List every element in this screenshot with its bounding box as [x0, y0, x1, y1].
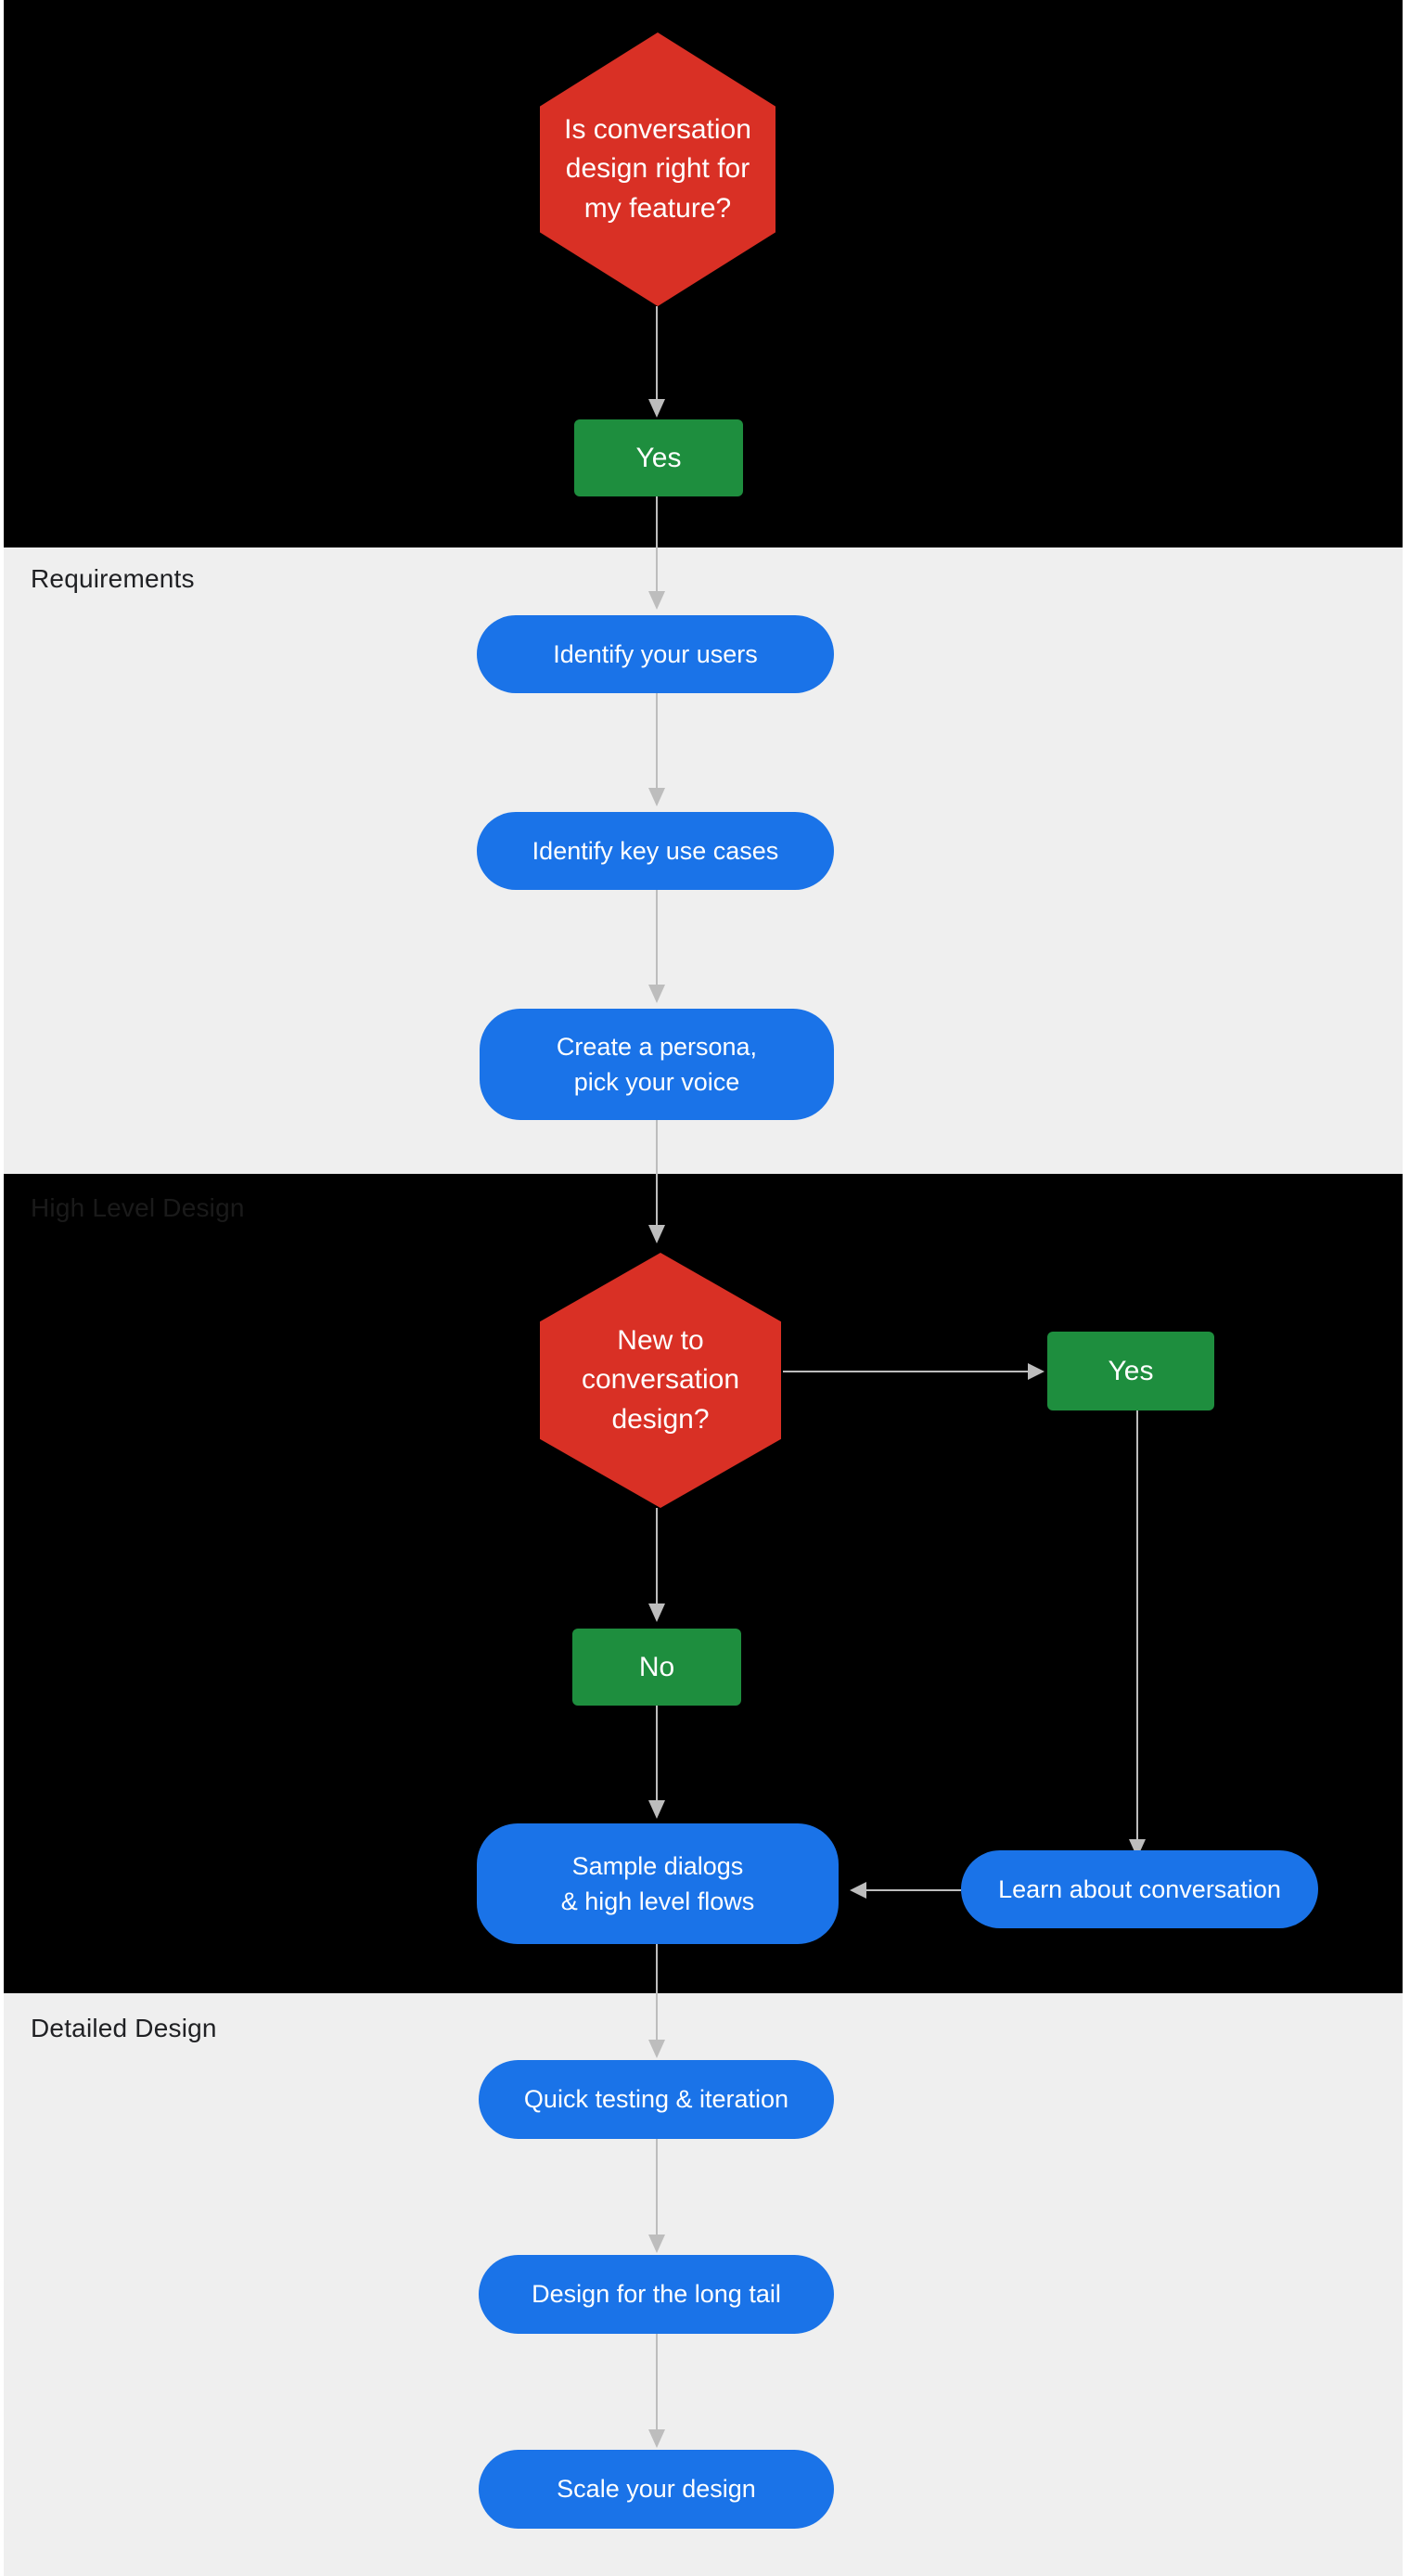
step-node-design-long-tail[interactable]: Design for the long tail	[479, 2255, 834, 2334]
step-node-sample-dialogs[interactable]: Sample dialogs & high level flows	[477, 1823, 839, 1944]
step-identify-users-label: Identify your users	[553, 639, 758, 668]
step-quick-testing-label: Quick testing & iteration	[523, 2085, 789, 2114]
answer-node-yes-2[interactable]: Yes	[1047, 1332, 1214, 1410]
answer-no-label: No	[638, 1651, 675, 1682]
step-sample-dialogs-line-2: & high level flows	[560, 1887, 755, 1915]
step-long-tail-label: Design for the long tail	[532, 2280, 781, 2309]
answer-node-no[interactable]: No	[572, 1629, 741, 1706]
step-learn-label: Learn about conversation	[998, 1874, 1281, 1903]
decision-2-line-2: conversation	[581, 1364, 740, 1396]
step-persona-line-2: pick your voice	[573, 1068, 740, 1096]
step-persona-line-1: Create a persona,	[556, 1032, 758, 1061]
section-label-high-level-design: High Level Design	[31, 1193, 245, 1222]
section-label-requirements: Requirements	[31, 564, 195, 593]
step-node-identify-key-use-cases[interactable]: Identify key use cases	[477, 812, 834, 890]
decision-1-line-2: design right for	[565, 153, 750, 185]
decision-1-line-3: my feature?	[583, 192, 732, 224]
answer-node-yes-1[interactable]: Yes	[574, 419, 743, 496]
step-node-quick-testing-iteration[interactable]: Quick testing & iteration	[479, 2060, 834, 2139]
step-scale-label: Scale your design	[557, 2475, 756, 2504]
step-node-create-persona[interactable]: Create a persona, pick your voice	[480, 1009, 834, 1120]
section-label-detailed-design: Detailed Design	[31, 2014, 217, 2042]
answer-yes-2-label: Yes	[1108, 1355, 1154, 1386]
step-identify-use-cases-label: Identify key use cases	[532, 836, 779, 865]
decision-2-line-3: design?	[611, 1403, 710, 1435]
step-sample-dialogs-line-1: Sample dialogs	[571, 1851, 744, 1880]
step-node-learn-about-conversation[interactable]: Learn about conversation	[961, 1850, 1318, 1928]
step-node-identify-your-users[interactable]: Identify your users	[477, 615, 834, 693]
answer-yes-1-label: Yes	[635, 442, 682, 473]
decision-1-line-1: Is conversation	[564, 113, 751, 145]
step-node-scale-your-design[interactable]: Scale your design	[479, 2450, 834, 2529]
decision-2-line-1: New to	[617, 1324, 704, 1356]
